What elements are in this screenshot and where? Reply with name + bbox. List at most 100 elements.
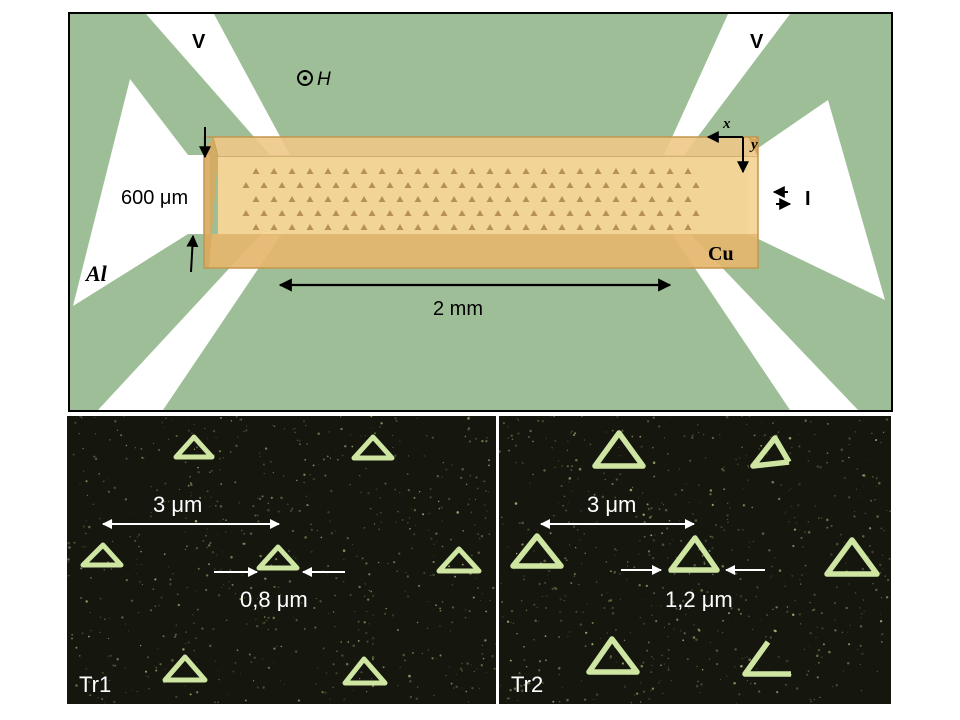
width-label: 600 μm — [121, 187, 188, 209]
array-triangle — [324, 168, 332, 174]
triangle-array — [242, 168, 700, 230]
array-triangle — [242, 210, 250, 216]
voltage-lead-bottom-right — [672, 234, 858, 410]
array-triangle — [314, 182, 322, 188]
array-triangle — [242, 182, 250, 188]
array-triangle — [270, 224, 278, 230]
array-triangle — [378, 196, 386, 202]
period-label: 3 μm — [153, 492, 202, 517]
triangle-features — [80, 434, 482, 686]
array-triangle — [288, 224, 296, 230]
array-triangle — [648, 168, 656, 174]
array-triangle — [432, 224, 440, 230]
array-triangle — [486, 168, 494, 174]
triangle-feature — [162, 654, 208, 683]
array-triangle — [638, 182, 646, 188]
array-triangle — [692, 210, 700, 216]
triangle-feature — [173, 434, 215, 460]
triangle-feature — [824, 537, 880, 577]
array-triangle — [576, 196, 584, 202]
array-triangle — [314, 210, 322, 216]
film-material-label: Cu — [708, 243, 734, 265]
array-triangle — [450, 224, 458, 230]
array-triangle — [332, 210, 340, 216]
voltage-lead-bottom-left — [98, 232, 283, 410]
micrograph-tr2: 3 μm 1,2 μm Tr2 — [499, 416, 891, 704]
array-triangle — [422, 182, 430, 188]
array-triangle — [602, 182, 610, 188]
field-label: H — [317, 69, 331, 90]
array-triangle — [396, 168, 404, 174]
size-label: 1,2 μm — [665, 587, 733, 612]
array-triangle — [512, 210, 520, 216]
array-triangle — [468, 196, 476, 202]
array-triangle — [648, 196, 656, 202]
array-triangle — [306, 196, 314, 202]
array-triangle — [386, 182, 394, 188]
array-triangle — [422, 210, 430, 216]
triangle-feature — [742, 640, 791, 677]
array-triangle — [548, 210, 556, 216]
array-triangle — [270, 168, 278, 174]
array-triangle — [530, 210, 538, 216]
array-triangle — [594, 196, 602, 202]
array-triangle — [368, 210, 376, 216]
sample-label: Tr2 — [511, 672, 543, 697]
current-label: I — [805, 188, 811, 210]
array-triangle — [548, 182, 556, 188]
array-triangle — [522, 224, 530, 230]
voltage-probe-right-label: V — [750, 31, 764, 53]
array-triangle — [278, 182, 286, 188]
array-triangle — [594, 224, 602, 230]
array-triangle — [540, 224, 548, 230]
array-triangle — [692, 182, 700, 188]
array-triangle — [252, 168, 260, 174]
array-triangle — [386, 210, 394, 216]
array-triangle — [332, 182, 340, 188]
array-triangle — [558, 168, 566, 174]
array-triangle — [396, 196, 404, 202]
array-triangle — [684, 168, 692, 174]
width-arrow-bottom — [186, 234, 199, 273]
array-triangle — [476, 182, 484, 188]
array-triangle — [440, 210, 448, 216]
coordinate-axes — [706, 131, 749, 174]
array-triangle — [576, 168, 584, 174]
array-triangle — [342, 168, 350, 174]
array-triangle — [342, 196, 350, 202]
array-triangle — [584, 210, 592, 216]
array-triangle — [396, 224, 404, 230]
array-triangle — [612, 224, 620, 230]
array-triangle — [558, 224, 566, 230]
array-triangle — [540, 196, 548, 202]
array-triangle — [638, 210, 646, 216]
array-triangle — [296, 210, 304, 216]
triangle-feature — [342, 656, 388, 686]
triangle-feature — [256, 544, 300, 571]
array-triangle — [504, 224, 512, 230]
array-triangle — [566, 210, 574, 216]
array-triangle — [522, 196, 530, 202]
array-triangle — [648, 224, 656, 230]
array-triangle — [630, 196, 638, 202]
array-triangle — [404, 210, 412, 216]
current-pad-left — [73, 79, 210, 306]
array-triangle — [666, 224, 674, 230]
voltage-lead-top-left — [146, 14, 290, 155]
axis-y-label: y — [749, 137, 758, 153]
array-triangle — [350, 182, 358, 188]
array-triangle — [566, 182, 574, 188]
triangle-feature — [668, 535, 720, 573]
triangle-features — [510, 430, 880, 677]
array-triangle — [260, 182, 268, 188]
array-triangle — [350, 210, 358, 216]
array-triangle — [504, 168, 512, 174]
array-triangle — [278, 210, 286, 216]
triangle-feature — [436, 546, 482, 574]
current-direction-icon — [772, 186, 792, 210]
voltage-lead-top-right — [664, 14, 790, 155]
array-triangle — [296, 182, 304, 188]
array-triangle — [486, 196, 494, 202]
array-triangle — [576, 224, 584, 230]
array-triangle — [414, 196, 422, 202]
